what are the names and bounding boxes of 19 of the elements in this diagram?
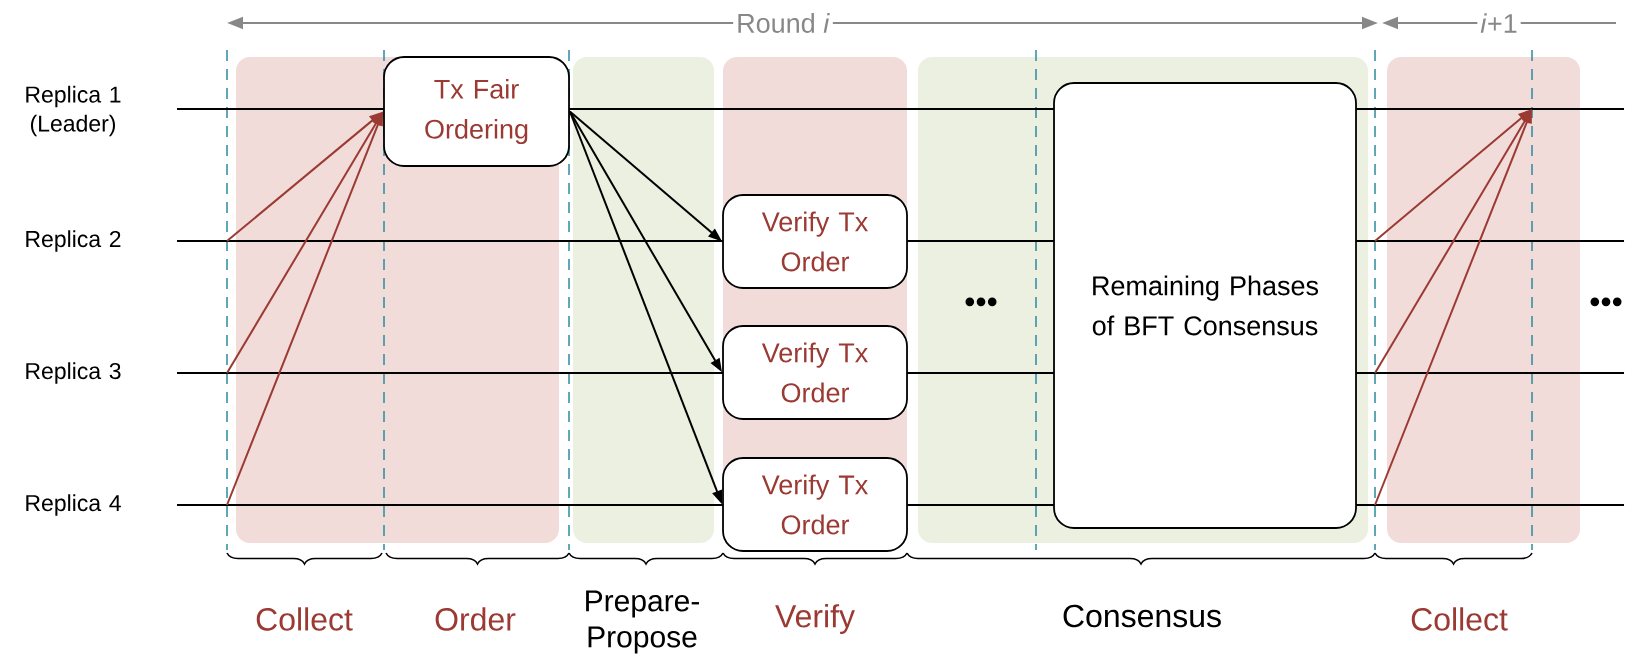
phase-label: Verify xyxy=(775,604,855,634)
process-box: Verify Tx Order xyxy=(722,325,908,420)
replica-label: Replica 2 xyxy=(26,230,121,252)
ellipsis: ••• xyxy=(1590,297,1622,307)
phase-label: Collect xyxy=(256,607,353,631)
replica-label: Replica 1 (Leader) xyxy=(26,85,121,137)
replica-label: Replica 3 xyxy=(26,362,121,384)
phase-label: Order xyxy=(435,607,516,631)
process-box: Tx Fair Ordering xyxy=(383,56,570,167)
ellipsis: ••• xyxy=(965,297,997,307)
span-label: Round i xyxy=(733,10,833,36)
phase-label: Collect xyxy=(1411,607,1508,631)
process-box: Verify Tx Order xyxy=(722,457,908,552)
replica-label: Replica 4 xyxy=(26,494,121,516)
phase-box: Remaining Phases of BFT Consensus xyxy=(1053,82,1357,529)
phase-label: Prepare-Propose xyxy=(586,590,699,654)
process-box: Verify Tx Order xyxy=(722,194,908,289)
phase-label: Consensus xyxy=(1063,604,1221,628)
span-label: i+1 xyxy=(1477,10,1521,36)
